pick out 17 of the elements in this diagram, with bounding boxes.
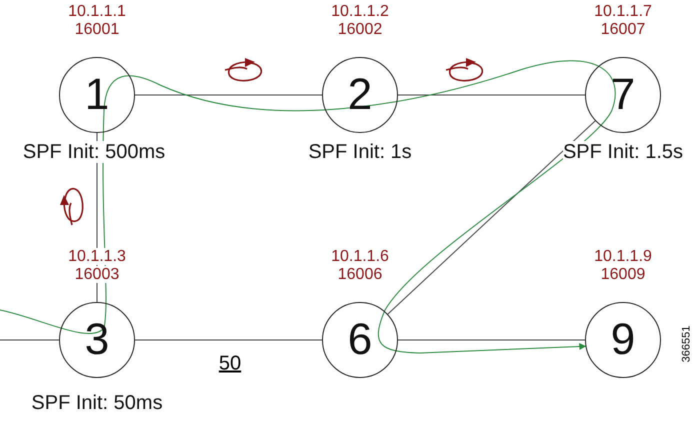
spf-init-label: SPF Init: 500ms xyxy=(22,141,166,163)
connector-line xyxy=(134,94,322,96)
figure-id: 366551 xyxy=(680,326,692,362)
router-node xyxy=(59,57,135,133)
edge-label: 50 xyxy=(216,352,244,376)
connector-line xyxy=(387,120,596,315)
node-number: 2 xyxy=(348,73,372,117)
ip-address: 10.1.1.3 xyxy=(68,248,126,265)
router-node xyxy=(585,302,661,378)
node-number: 9 xyxy=(610,318,636,362)
segment-id: 16003 xyxy=(74,266,120,283)
node-number: 1 xyxy=(84,73,110,117)
router-node xyxy=(322,302,398,378)
node-number: 6 xyxy=(348,318,372,362)
arrow xyxy=(0,60,616,354)
router-node xyxy=(322,57,398,133)
connector-line xyxy=(398,94,586,96)
